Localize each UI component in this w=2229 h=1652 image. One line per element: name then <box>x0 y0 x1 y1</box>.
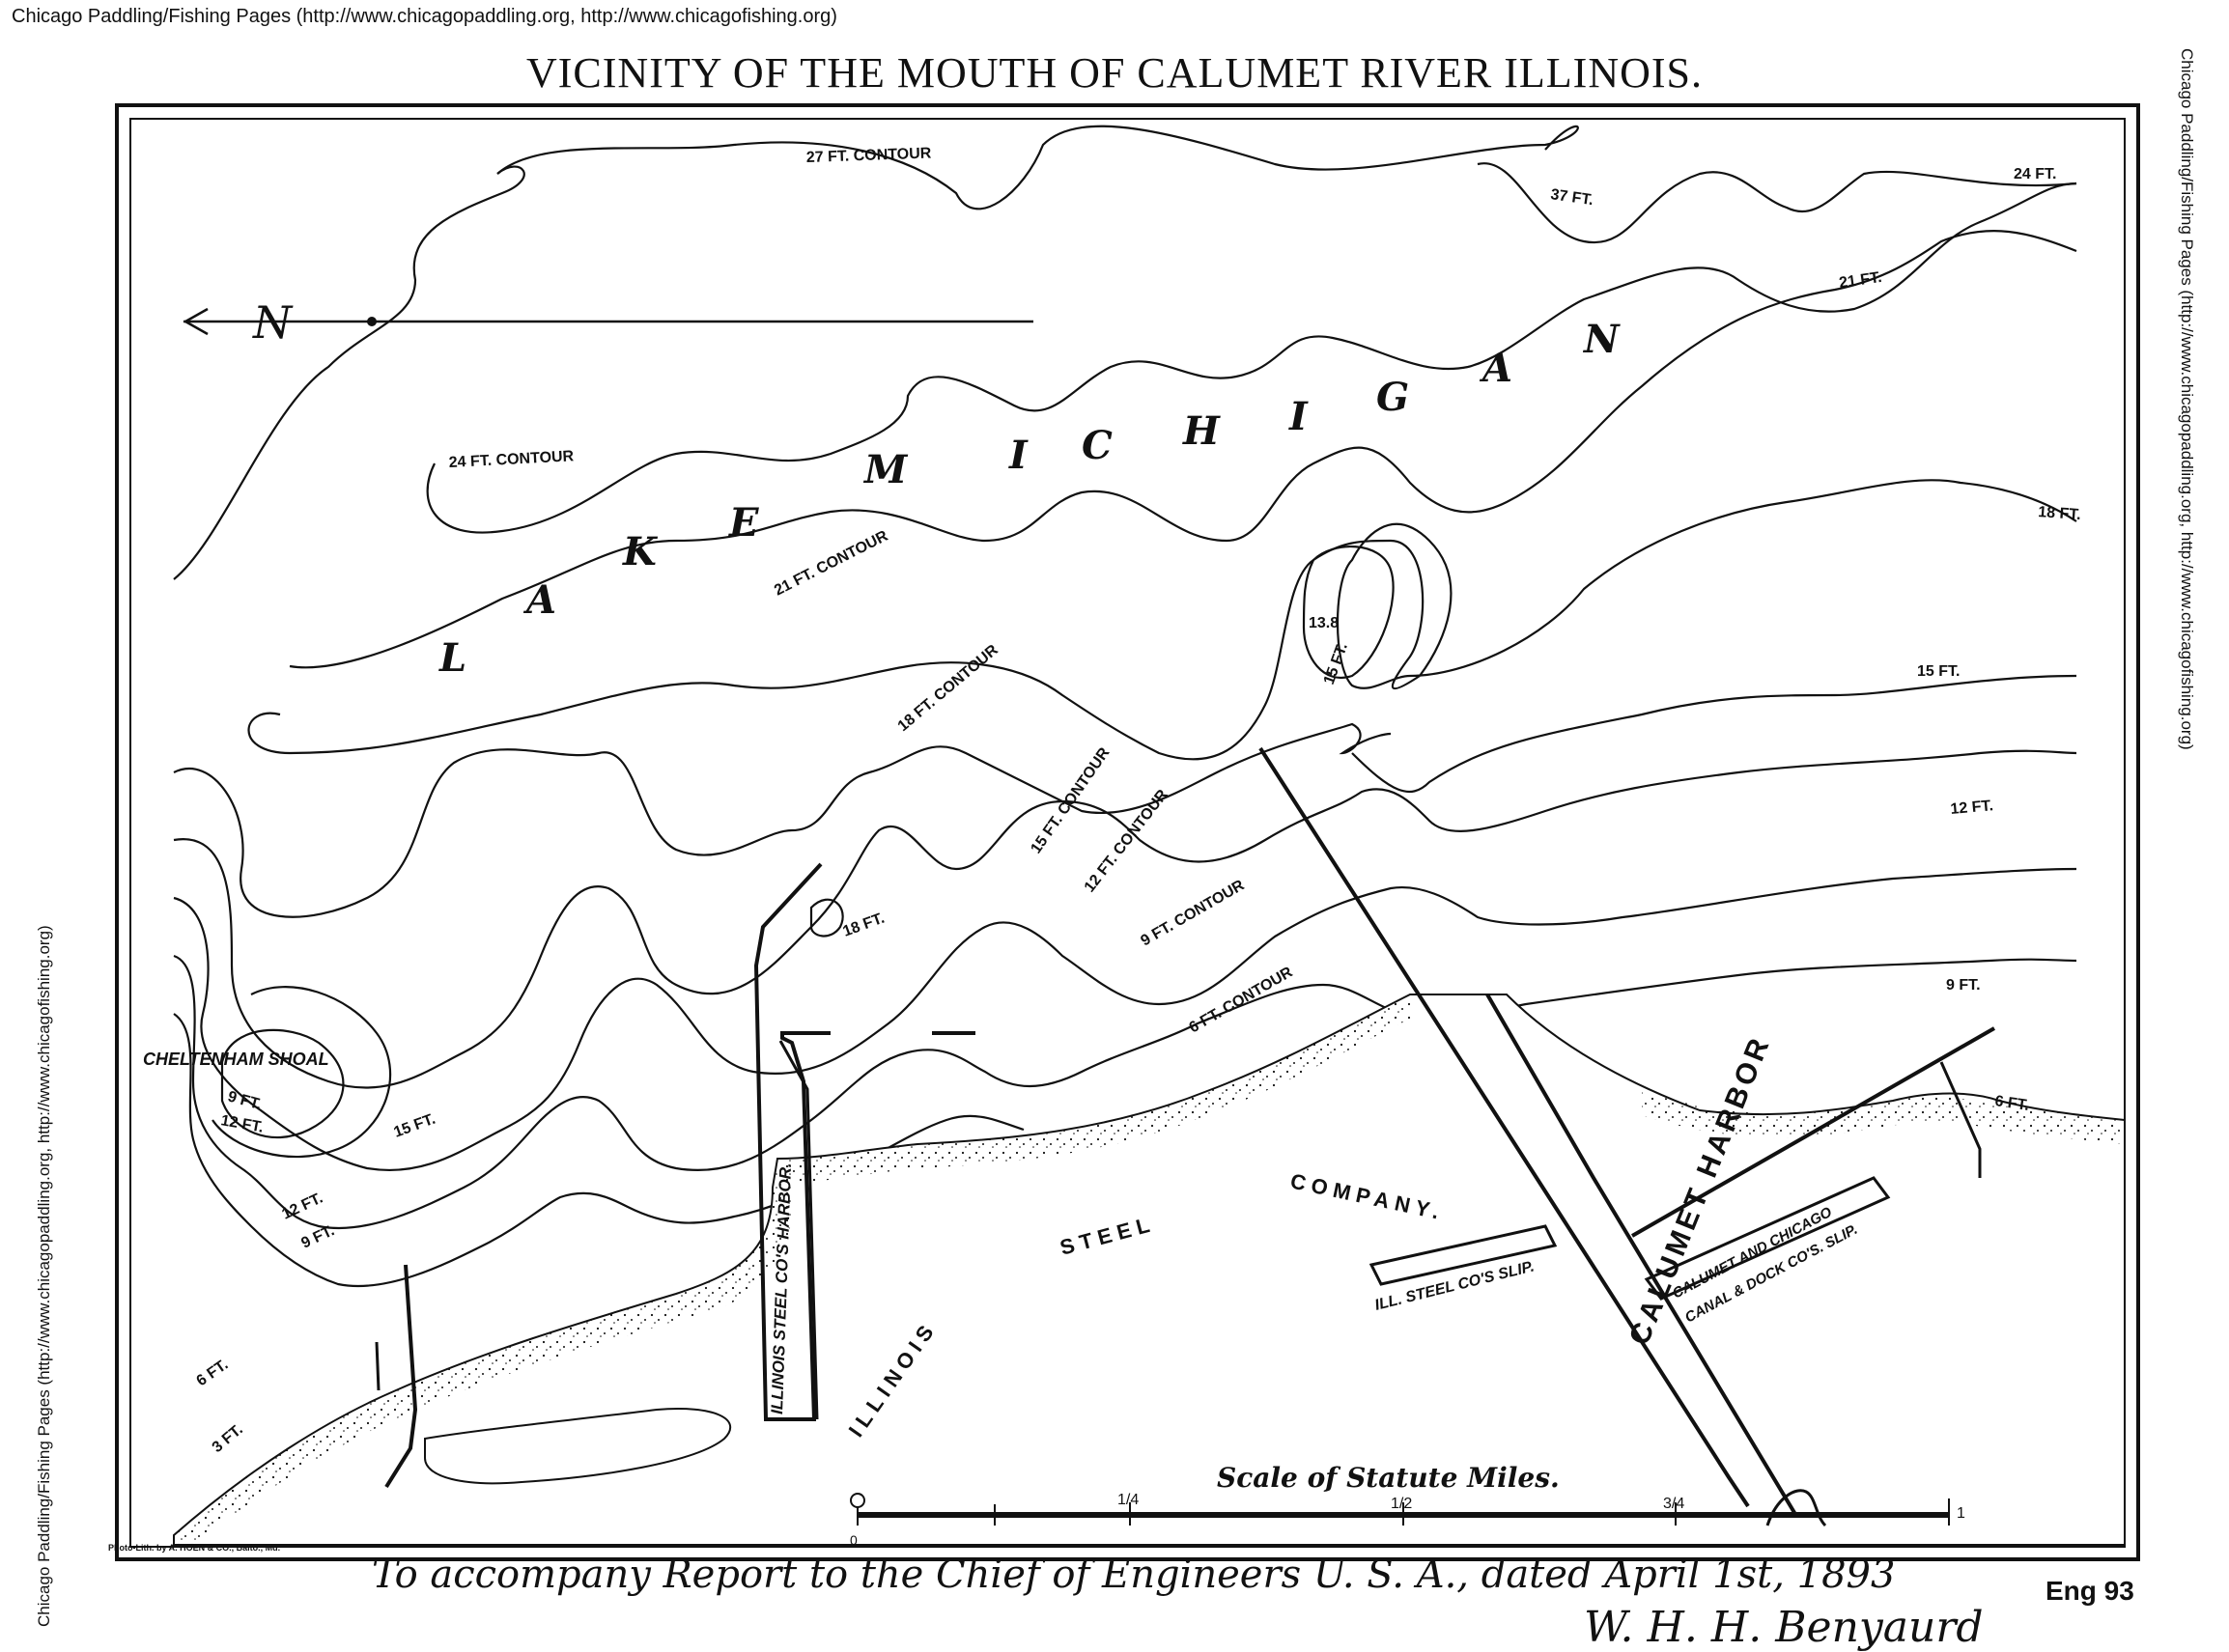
contour-label: 13.8 <box>1309 615 1339 631</box>
contour-label: 6 FT. CONTOUR <box>1187 964 1296 1036</box>
harbor-structures <box>375 746 1995 1527</box>
shore-stipple-east <box>1642 1091 2125 1144</box>
east-pier <box>1631 1026 1995 1238</box>
east-pier-2 <box>1939 1061 1982 1178</box>
north-arrow: N <box>183 296 1033 349</box>
calumet-pier-north <box>1258 746 1750 1508</box>
lake-letter: E <box>728 500 759 546</box>
contour-label: 9 FT. CONTOUR <box>1139 877 1248 949</box>
contour-label: 12 FT. <box>219 1112 265 1135</box>
eng-number: Eng 93 <box>2046 1576 2134 1606</box>
contour-27ft <box>496 125 1579 210</box>
contour-label: 37 FT. <box>1549 186 1594 209</box>
lake-letter: L <box>438 635 466 681</box>
lake-letter: C <box>1082 423 1113 468</box>
contour-label: 9 FT. <box>1946 977 1981 994</box>
contour-label: 12 FT. <box>1950 798 1994 818</box>
contour-12ft <box>173 749 2077 1089</box>
contour-label: 18 FT. CONTOUR <box>895 642 1002 736</box>
site-header: Chicago Paddling/Fishing Pages (http://w… <box>12 6 837 27</box>
contour-label: 12 FT. CONTOUR <box>1082 787 1171 896</box>
scale-tick-label: 3/4 <box>1663 1496 1684 1512</box>
contour-label: 9 FT. <box>226 1088 264 1113</box>
lake-letter: M <box>862 447 909 492</box>
lake-letter: I <box>1288 394 1309 439</box>
scale-tick-label: 1 <box>1957 1505 1965 1522</box>
contour-21ft <box>289 229 2077 669</box>
contour-label: 18 FT. <box>841 910 888 940</box>
lake-letter: G <box>1376 375 1409 420</box>
calumet-pier-south <box>1485 993 1798 1518</box>
contour-lines <box>173 125 2077 1288</box>
shoal-label: CHELTENHAM SHOAL <box>143 1050 329 1069</box>
contour-label: 6 FT. <box>1993 1093 2030 1114</box>
contour-label: 24 FT. <box>2014 166 2056 182</box>
shore-stipple <box>174 994 1410 1545</box>
shoal-ring-1 <box>220 1028 345 1139</box>
contour-label: 6 FT. <box>194 1357 232 1389</box>
lake-letter: K <box>622 529 659 574</box>
canal-dock-slip <box>1644 1176 1891 1301</box>
island-ring <box>1302 545 1395 679</box>
contour-label: 3 FT. <box>210 1421 246 1456</box>
contour-label: 24 FT. CONTOUR <box>448 448 575 471</box>
lithographer-imprint: Photo-Lith. by A. HOEN & CO., Balto., Md… <box>108 1543 281 1553</box>
contour-label: 15 FT. <box>392 1111 438 1141</box>
scale-tick-label: 0 <box>850 1532 858 1548</box>
contour-9ft <box>173 867 2077 1172</box>
report-caption: To accompany Report to the Chief of Engi… <box>372 1553 1896 1597</box>
lake-letter: A <box>522 577 556 623</box>
contour-label: 21 FT. CONTOUR <box>772 527 890 599</box>
contour-label: 15 FT. CONTOUR <box>1028 744 1113 856</box>
scale-tick-label: 1/2 <box>1391 1496 1412 1512</box>
creek-west <box>384 1264 418 1489</box>
lake-letter: A <box>1479 346 1512 391</box>
contour-label: 21 FT. <box>1838 269 1882 292</box>
contour-15ft <box>173 674 2077 918</box>
scale-title: Scale of Statute Miles. <box>1217 1462 1560 1494</box>
steel-harbor-pier-west <box>753 862 831 1421</box>
contour-label: 15 FT. <box>1321 641 1351 687</box>
contour-label: 15 FT. <box>1917 663 1960 680</box>
contour-24ft-west <box>173 165 525 580</box>
lake-letter: I <box>1008 433 1029 478</box>
map-frame-outer <box>115 103 2140 1561</box>
contour-label: 18 FT. <box>2038 504 2082 523</box>
contour-label: 12 FT. <box>280 1190 325 1222</box>
steel-slip <box>1368 1224 1558 1286</box>
map-frame-inner <box>129 118 2126 1548</box>
signature: W. H. H. Benyaurd <box>1584 1603 1984 1652</box>
map-title: VICINITY OF THE MOUTH OF CALUMET RIVER I… <box>525 49 1704 97</box>
shoal-ring-2 <box>212 986 392 1159</box>
scale-bar: Scale of Statute Miles. 0 1/4 1/2 3/4 1 <box>850 1462 1965 1548</box>
creek-west-2 <box>375 1341 381 1391</box>
contour-6ft <box>173 954 2077 1230</box>
north-arrow-label: N <box>252 296 294 349</box>
lagoon <box>424 1408 731 1485</box>
contour-24ft-main <box>426 182 2077 534</box>
contour-label: 27 FT. CONTOUR <box>806 145 932 166</box>
scale-tick-label: 1/4 <box>1117 1492 1139 1508</box>
lake-letter: H <box>1182 408 1221 454</box>
shoal-ring-3 <box>809 898 844 938</box>
contour-18ft <box>247 479 2077 761</box>
lake-label: L A K E M I C H I G A N <box>438 317 1621 681</box>
contour-24ft <box>1477 162 2077 244</box>
lake-letter: N <box>1582 317 1621 362</box>
steel-harbor-pier-east <box>778 1040 819 1420</box>
